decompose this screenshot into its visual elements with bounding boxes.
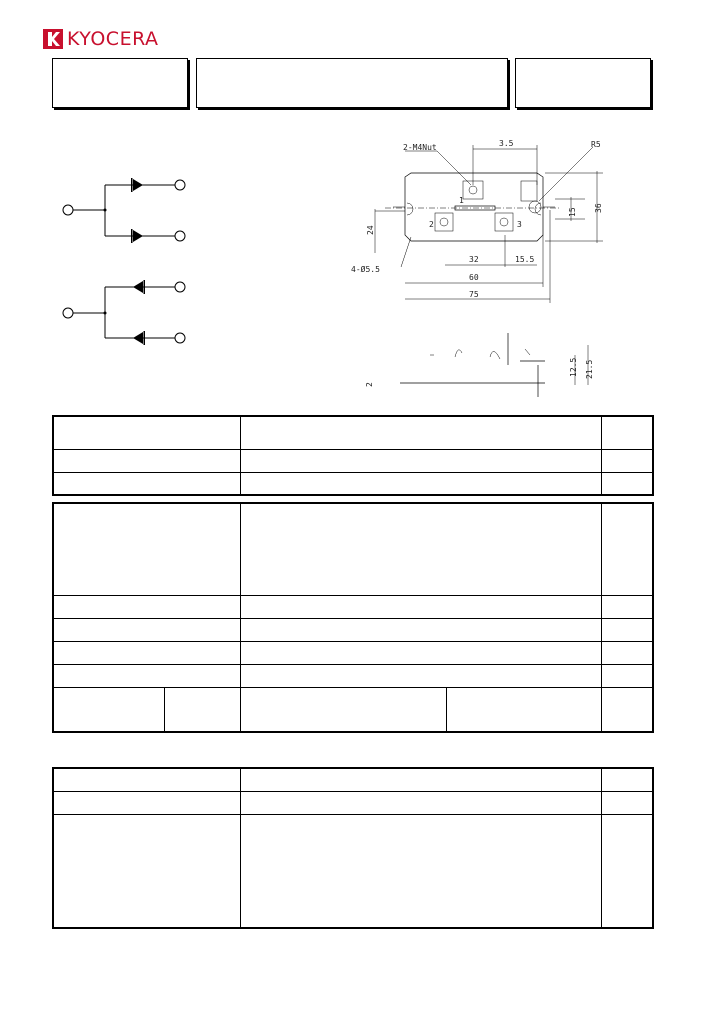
table-row bbox=[52, 640, 654, 665]
table-row bbox=[52, 471, 654, 496]
rating-box bbox=[515, 58, 651, 108]
table-row bbox=[52, 502, 654, 596]
diode-symbol bbox=[133, 179, 143, 191]
pin-1-label: 1 bbox=[459, 196, 464, 205]
dim-36: 36 bbox=[594, 203, 603, 213]
terminal-circle bbox=[62, 204, 74, 216]
dim-2: 2 bbox=[365, 382, 374, 387]
dim-21-5: 21.5 bbox=[585, 360, 594, 379]
table-row bbox=[52, 813, 654, 929]
dim-24: 24 bbox=[366, 225, 375, 235]
dim-75: 75 bbox=[469, 290, 479, 299]
dim-12-5: 12.5 bbox=[569, 358, 578, 377]
kyocera-logo: KYOCERA bbox=[43, 28, 159, 50]
pin-2-label: 2 bbox=[429, 220, 434, 229]
dim-15-5: 15.5 bbox=[515, 255, 534, 264]
dim-32: 32 bbox=[469, 255, 479, 264]
ratings-table-1 bbox=[52, 415, 654, 496]
pin-3-label: 3 bbox=[517, 220, 522, 229]
table-row bbox=[52, 790, 654, 815]
table-row bbox=[52, 686, 654, 733]
dim-60: 60 bbox=[469, 273, 479, 282]
title-box bbox=[196, 58, 508, 108]
radius-label: R5 bbox=[591, 140, 601, 149]
table-row bbox=[52, 663, 654, 688]
characteristics-table bbox=[52, 767, 654, 929]
logo-text: KYOCERA bbox=[67, 28, 159, 50]
mount-hole-label: 4-Ø5.5 bbox=[351, 264, 380, 274]
holes-label: 2-M4Nut bbox=[403, 143, 437, 152]
table-row bbox=[52, 767, 654, 792]
table-row bbox=[52, 594, 654, 619]
part-number-box bbox=[52, 58, 188, 108]
table-row bbox=[52, 617, 654, 642]
dim-3-5: 3.5 bbox=[499, 139, 514, 148]
dim-15: 15 bbox=[568, 207, 577, 217]
outline-drawing: 2-M4Nut R5 4-Ø5.5 3.5 32 60 75 15.5 15 2… bbox=[351, 139, 603, 303]
circuit-diagram bbox=[62, 178, 186, 345]
ratings-table-2 bbox=[52, 502, 654, 733]
table-row bbox=[52, 448, 654, 473]
table-row bbox=[52, 415, 654, 450]
side-view-drawing: 2 12.5 21.5 bbox=[365, 333, 594, 397]
kyocera-emblem-icon bbox=[43, 29, 63, 49]
